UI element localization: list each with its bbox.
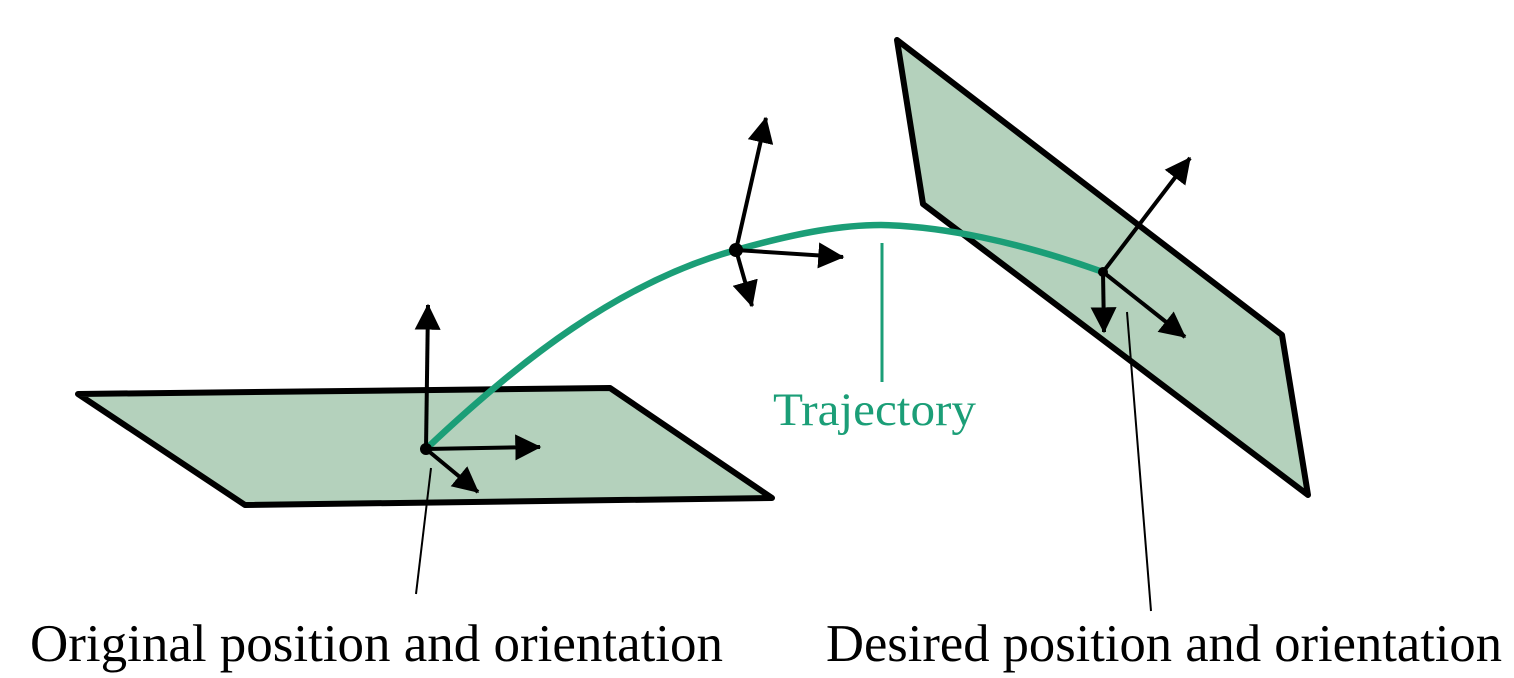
goal-frame-depth-axis-arrow-icon [1101, 270, 1187, 339]
intermediate-frame-up-axis-arrow-icon [734, 116, 774, 251]
original-position-label: Original position and orientation [30, 615, 723, 673]
original-label-leader-line [415, 467, 432, 595]
goal-frame-point [1098, 267, 1108, 277]
trajectory-curve [422, 221, 1107, 453]
origin-frame [414, 303, 542, 494]
origin-frame-right-axis-arrow-icon [425, 434, 542, 461]
intermediate-frame [729, 116, 845, 308]
intermediate-frame-right-axis-arrow-icon [735, 242, 845, 269]
goal-frame-down-axis-arrow-icon [1090, 271, 1117, 334]
desired-label-leader-line [1126, 311, 1152, 612]
origin-frame-depth-axis-arrow-icon [424, 447, 480, 494]
intermediate-frame-point [729, 243, 743, 257]
goal-frame-normal-axis-arrow-icon [1101, 156, 1192, 274]
origin-frame-up-axis-arrow-icon [414, 303, 441, 450]
trajectory-label: Trajectory [773, 384, 977, 436]
origin-frame-point [420, 443, 432, 455]
desired-position-label: Desired position and orientation [826, 615, 1502, 673]
intermediate-frame-depth-axis-arrow-icon [732, 249, 758, 308]
goal-frame [1090, 156, 1192, 339]
